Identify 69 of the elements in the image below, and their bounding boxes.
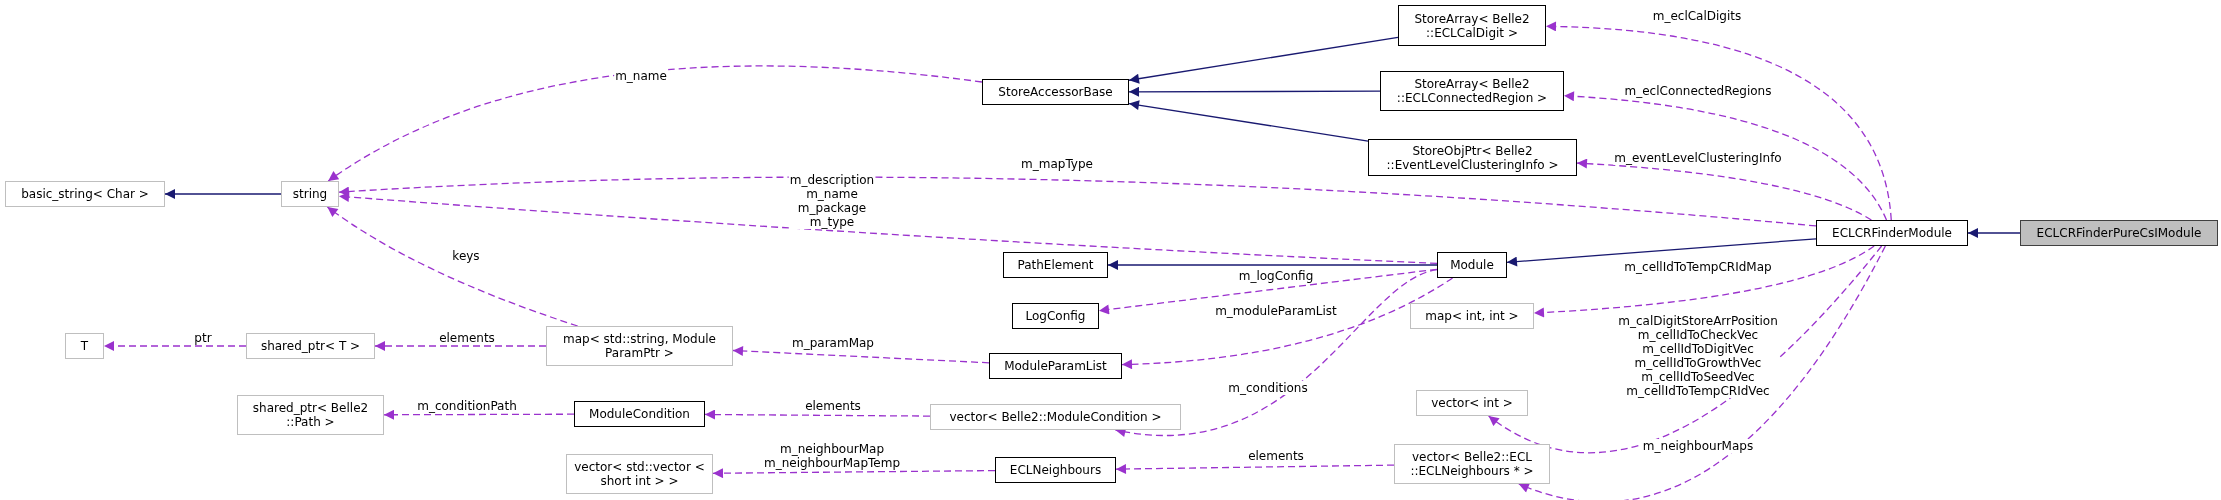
class-box: vector< Belle2::ModuleCondition > xyxy=(930,404,1181,430)
arrow xyxy=(164,189,282,199)
arrow xyxy=(1506,238,1817,267)
edge-label: m_neighbourMaps xyxy=(1641,439,1755,453)
dashed-arrow xyxy=(1114,269,1438,437)
class-box: shared_ptr< Belle2 ::Path > xyxy=(237,395,384,435)
edge-label: m_neighbourMap m_neighbourMapTemp xyxy=(763,442,901,470)
dashed-arrow xyxy=(712,468,996,479)
dashed-arrow xyxy=(338,176,1817,227)
class-box: string xyxy=(281,181,339,207)
dashed-arrow xyxy=(1533,245,1875,318)
edge-label: m_conditions xyxy=(1227,381,1309,395)
dashed-arrow xyxy=(1121,277,1454,370)
class-box: vector< int > xyxy=(1416,390,1528,416)
class-box: LogConfig xyxy=(1012,303,1099,329)
edge-label: m_paramMap xyxy=(791,336,875,350)
dashed-arrow xyxy=(1576,158,1873,221)
dashed-arrow xyxy=(327,65,983,182)
edge-label: elements xyxy=(1247,449,1305,463)
class-box: map< std::string, Module ParamPtr > xyxy=(546,326,733,366)
class-box: vector< std::vector < short int > > xyxy=(566,454,713,494)
class-box: map< int, int > xyxy=(1410,303,1534,329)
edge-label: elements xyxy=(804,399,862,413)
class-box: ECLCRFinderModule xyxy=(1816,220,1968,246)
edge-label: m_mapType xyxy=(1020,157,1094,171)
arrow xyxy=(1967,228,2021,238)
arrow xyxy=(1107,260,1438,270)
class-box: ECLNeighbours xyxy=(995,457,1116,483)
dashed-arrow xyxy=(704,409,931,420)
dashed-arrow xyxy=(326,206,579,327)
dashed-arrow xyxy=(1563,91,1888,221)
dashed-arrow xyxy=(1545,21,1892,221)
class-box: StoreObjPtr< Belle2 ::EventLevelClusteringInfo > xyxy=(1368,139,1577,176)
arrow xyxy=(1128,86,1381,97)
edge-label: m_eclConnectedRegions xyxy=(1623,84,1773,98)
class-box: ModuleCondition xyxy=(574,401,705,427)
edge-label: elements xyxy=(438,331,496,345)
class-box: vector< Belle2::ECL ::ECLNeighbours * > xyxy=(1394,444,1550,484)
dashed-arrow xyxy=(383,409,575,420)
class-box: StoreArray< Belle2 ::ECLConnectedRegion > xyxy=(1380,71,1564,111)
dashed-arrow xyxy=(1487,245,1883,453)
arrow xyxy=(1128,36,1399,84)
edge-label: m_name xyxy=(614,69,668,83)
edge-label: m_calDigitStoreArrPosition m_cellIdToCheckVec m_cellIdToDigitVec m_cellIdToGrowthVec m_cellIdToSeedVec m_cellIdToTempCRIdVec xyxy=(1617,314,1779,398)
dashed-arrow xyxy=(103,341,247,351)
class-box: StoreAccessorBase xyxy=(982,79,1129,105)
arrow xyxy=(1128,100,1369,142)
dashed-arrow xyxy=(1518,245,1886,500)
class-box: Module xyxy=(1437,252,1507,278)
edge-label: m_logConfig xyxy=(1237,269,1315,283)
dashed-arrow xyxy=(1115,464,1395,474)
dashed-arrow xyxy=(338,192,1438,265)
class-box: T xyxy=(65,333,104,359)
class-box: ModuleParamList xyxy=(989,353,1122,379)
edge-label: m_eclCalDigits xyxy=(1651,9,1743,23)
edge-label: keys xyxy=(451,249,481,263)
edge-label: ptr xyxy=(193,331,213,345)
edge-label: m_eventLevelClusteringInfo xyxy=(1613,151,1783,165)
class-box: basic_string< Char > xyxy=(5,181,165,207)
class-box: ECLCRFinderPureCsIModule xyxy=(2020,220,2218,246)
dashed-arrow xyxy=(732,346,990,364)
edge-label: m_description m_name m_package m_type xyxy=(788,173,876,229)
edge-label: m_moduleParamList xyxy=(1214,304,1338,318)
dashed-arrow xyxy=(374,341,547,351)
class-box: shared_ptr< T > xyxy=(246,333,375,359)
class-box: StoreArray< Belle2 ::ECLCalDigit > xyxy=(1398,5,1546,46)
edge-label: m_cellIdToTempCRIdMap xyxy=(1623,260,1773,274)
class-box: PathElement xyxy=(1003,252,1108,278)
edge-label: m_conditionPath xyxy=(416,399,518,413)
